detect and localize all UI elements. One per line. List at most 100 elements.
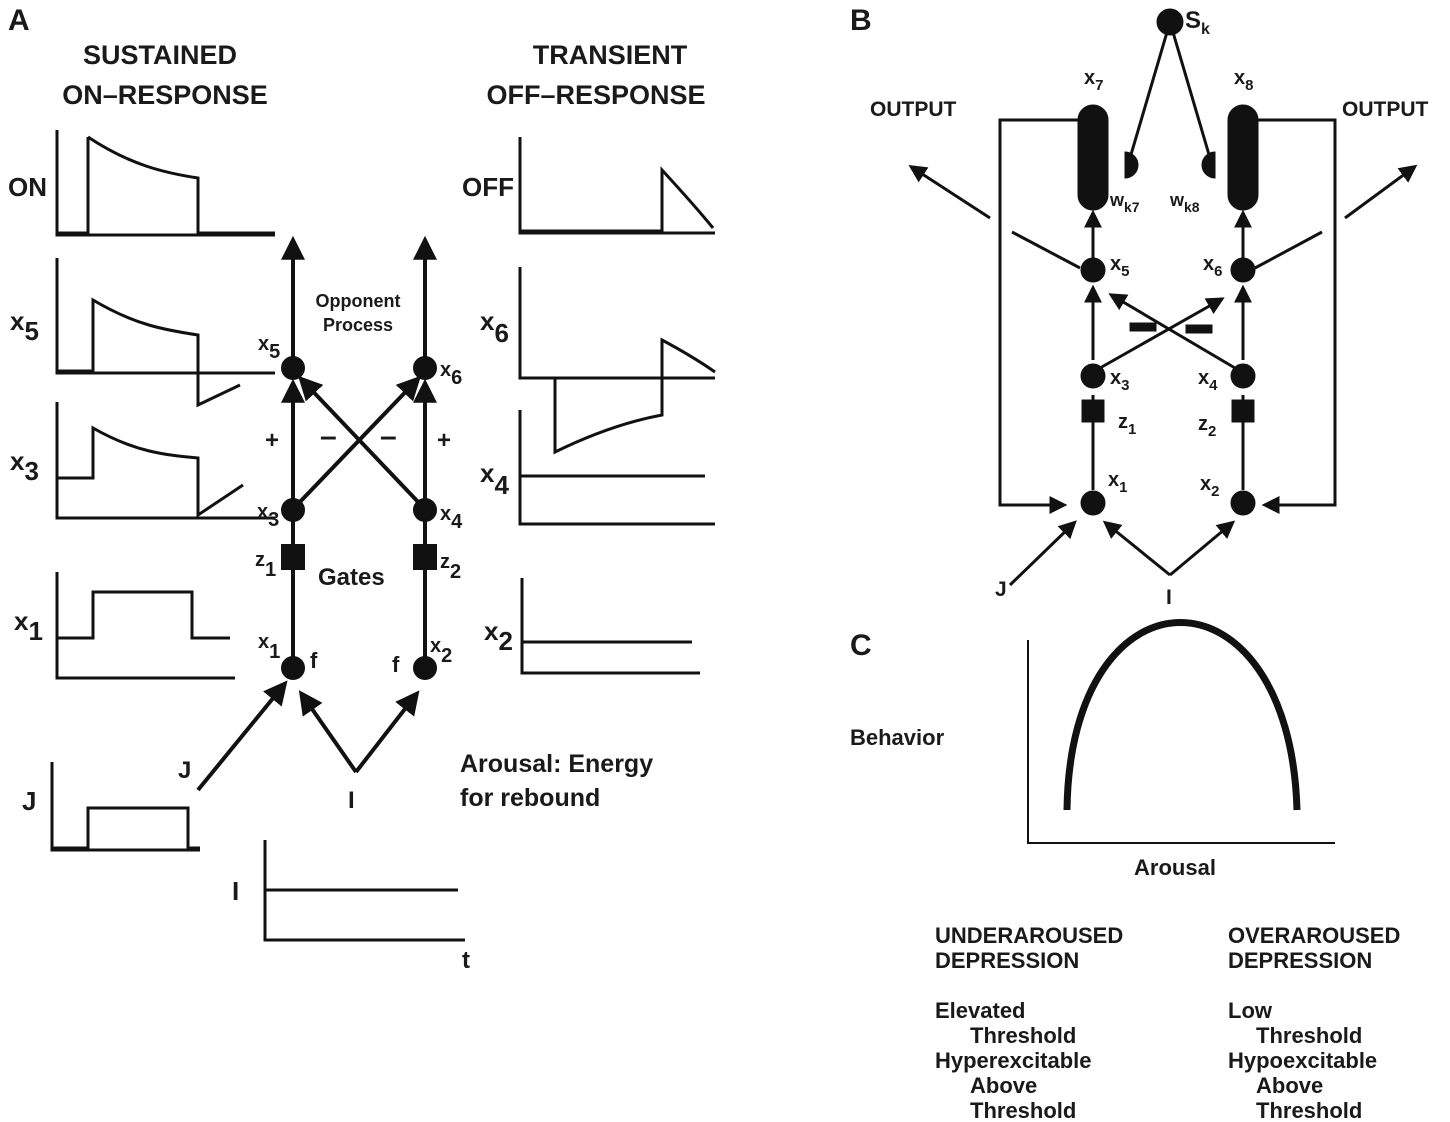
network-a	[196, 235, 437, 792]
node-bx5	[1080, 257, 1106, 283]
node-bx3	[1080, 363, 1106, 389]
left-head-1: UNDERAROUSED	[935, 923, 1123, 948]
node-x4	[413, 498, 437, 522]
label-x3: x3	[257, 501, 279, 531]
panel-b: B	[850, 4, 1429, 609]
trace-i-label: I	[232, 876, 239, 906]
label-x2: x2	[430, 635, 452, 667]
minus-left: –	[320, 420, 337, 453]
right-line-4: Above	[1256, 1073, 1323, 1098]
label-f-right: f	[392, 652, 400, 677]
left-line-4: Above	[970, 1073, 1037, 1098]
node-bx6	[1230, 257, 1256, 283]
output-right: OUTPUT	[1342, 98, 1429, 121]
label-bz2: z2	[1198, 413, 1216, 440]
trace-x4-label: x4	[480, 458, 509, 500]
label-bi: I	[1166, 586, 1172, 609]
right-line-1: Low	[1228, 998, 1273, 1023]
trace-x3	[55, 402, 275, 520]
label-bx7: x7	[1084, 67, 1103, 94]
right-head-1: OVERAROUSED	[1228, 923, 1400, 948]
panel-c-ylabel: Behavior	[850, 725, 945, 750]
gates-label: Gates	[318, 564, 385, 591]
gate-bz1	[1081, 399, 1105, 423]
right-title-line2: OFF–RESPONSE	[486, 80, 705, 110]
trace-x5-label: x5	[10, 306, 39, 346]
node-x5	[281, 356, 305, 380]
left-line-3: Hyperexcitable	[935, 1048, 1092, 1073]
right-title-line1: TRANSIENT	[533, 40, 688, 70]
gate-z1	[281, 544, 305, 570]
right-line-3: Hypoexcitable	[1228, 1048, 1377, 1073]
gate-bz2	[1231, 399, 1255, 423]
panel-c: C Behavior Arousal UNDERAROUSED DEPRESSI…	[850, 619, 1400, 1122]
label-j-input: J	[178, 757, 191, 784]
label-sk: Sk	[1185, 7, 1210, 38]
trace-x1-label: x1	[14, 606, 43, 646]
plus-left: +	[265, 427, 279, 454]
trace-x2-label: x2	[484, 616, 513, 656]
opponent-line2: Process	[323, 315, 393, 335]
trace-off-label: OFF	[462, 172, 514, 202]
trace-j-label: J	[22, 786, 36, 816]
node-x2	[413, 656, 437, 680]
node-x6	[413, 356, 437, 380]
node-x1	[281, 656, 305, 680]
minus-b-right	[1185, 324, 1213, 334]
output-left: OUTPUT	[870, 98, 957, 121]
node-x8-bar	[1227, 104, 1259, 211]
node-bx2	[1230, 490, 1256, 516]
panel-a-letter: A	[8, 4, 30, 37]
label-bx8: x8	[1234, 67, 1253, 94]
synapse-wk7	[1124, 151, 1139, 179]
label-z2: z2	[440, 551, 461, 583]
label-bx3: x3	[1110, 367, 1129, 394]
trace-x5	[55, 258, 275, 408]
trace-x3-label: x3	[10, 446, 39, 486]
label-bx6: x6	[1203, 253, 1222, 280]
trace-x4	[518, 410, 715, 526]
trace-x2	[520, 578, 700, 675]
label-bx2: x2	[1200, 473, 1219, 500]
trace-x1	[55, 572, 235, 680]
trace-on	[55, 130, 275, 237]
panel-c-xlabel: Arousal	[1134, 855, 1216, 880]
label-bx4: x4	[1198, 367, 1218, 394]
node-sk	[1156, 8, 1184, 36]
trace-x6	[518, 267, 716, 455]
trace-i	[263, 840, 465, 942]
inverted-u-curve	[1063, 619, 1301, 811]
label-z1: z1	[255, 549, 276, 581]
plus-right: +	[437, 427, 451, 454]
label-x4: x4	[440, 503, 463, 533]
label-bz1: z1	[1118, 411, 1136, 438]
left-line-5: Threshold	[970, 1098, 1076, 1122]
label-x1: x1	[258, 631, 280, 663]
node-bx4	[1230, 363, 1256, 389]
left-line-1: Elevated	[935, 998, 1026, 1023]
left-head-2: DEPRESSION	[935, 948, 1079, 973]
panel-c-axes	[1027, 640, 1335, 844]
arousal-note-line2: for rebound	[460, 784, 600, 812]
trace-t-label: t	[462, 947, 470, 974]
label-wk7: wk7	[1109, 190, 1140, 215]
label-bx5: x5	[1110, 253, 1129, 280]
node-x3	[281, 498, 305, 522]
network-b-lines	[908, 21, 1418, 587]
panel-b-letter: B	[850, 4, 872, 37]
label-wk8: wk8	[1169, 190, 1200, 215]
right-head-2: DEPRESSION	[1228, 948, 1372, 973]
trace-x6-label: x6	[480, 306, 509, 348]
left-line-2: Threshold	[970, 1023, 1076, 1048]
label-bx1: x1	[1108, 469, 1127, 496]
label-x6: x6	[440, 359, 462, 389]
arousal-note-line1: Arousal: Energy	[460, 750, 653, 778]
right-line-5: Threshold	[1256, 1098, 1362, 1122]
label-bj: J	[995, 578, 1007, 601]
label-i-input: I	[348, 787, 355, 814]
left-title-line2: ON–RESPONSE	[62, 80, 268, 110]
trace-off	[518, 137, 715, 235]
gate-z2	[413, 544, 437, 570]
synapse-wk8	[1201, 151, 1216, 179]
opponent-line1: Opponent	[316, 291, 401, 311]
